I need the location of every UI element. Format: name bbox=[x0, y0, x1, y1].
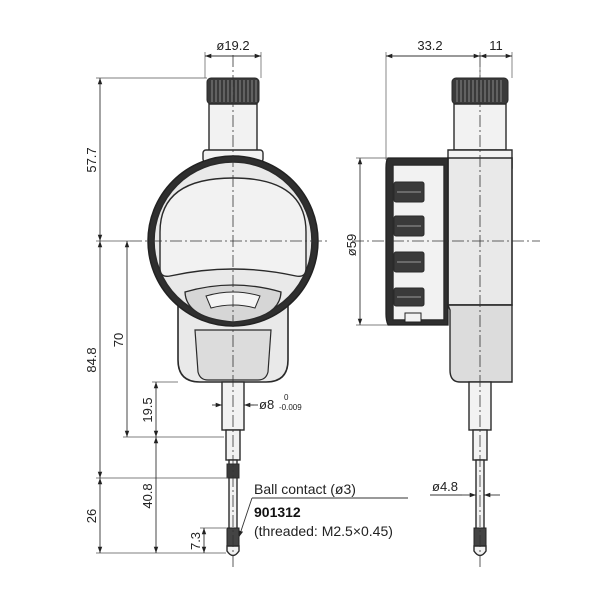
side-view bbox=[352, 55, 540, 568]
front-view bbox=[130, 55, 330, 568]
dim-stem-diameter: ø8 bbox=[259, 397, 274, 412]
front-dial-body bbox=[147, 155, 319, 383]
front-stem bbox=[221, 381, 245, 557]
dim-body-diameter: ø59 bbox=[344, 234, 359, 256]
dim-contact-length: 7.3 bbox=[188, 532, 203, 550]
dim-spindle-length: 40.8 bbox=[140, 483, 155, 508]
dim-height-bottom: 84.8 bbox=[84, 347, 99, 372]
dim-stem-tol-upper: 0 bbox=[284, 393, 289, 402]
dim-stroke: 26 bbox=[84, 509, 99, 523]
front-cap bbox=[202, 77, 264, 163]
side-stem bbox=[468, 381, 492, 557]
front-dimensions: ø19.2 57.7 84.8 26 70 19.5 40.8 7.3 bbox=[84, 38, 302, 554]
dim-stem-tol-lower: -0.009 bbox=[279, 403, 302, 412]
dim-bezel-diameter: ø19.2 bbox=[216, 38, 249, 53]
contact-label: Ball contact (ø3) bbox=[254, 481, 356, 497]
dim-side-depth: 33.2 bbox=[417, 38, 442, 53]
part-number: 901312 bbox=[254, 504, 301, 520]
thread-spec: (threaded: M2.5×0.45) bbox=[254, 523, 393, 539]
side-dimensions: 33.2 11 ø59 ø4.8 bbox=[344, 38, 513, 498]
dim-side-cap: 11 bbox=[489, 38, 503, 53]
dim-height-top: 57.7 bbox=[84, 147, 99, 172]
dim-stem-length: 19.5 bbox=[140, 397, 155, 422]
side-body bbox=[385, 157, 513, 383]
dim-dial-to-stem: 70 bbox=[111, 333, 126, 347]
contact-notes: Ball contact (ø3) 901312 (threaded: M2.5… bbox=[238, 481, 408, 539]
dim-spindle-diameter: ø4.8 bbox=[432, 479, 458, 494]
